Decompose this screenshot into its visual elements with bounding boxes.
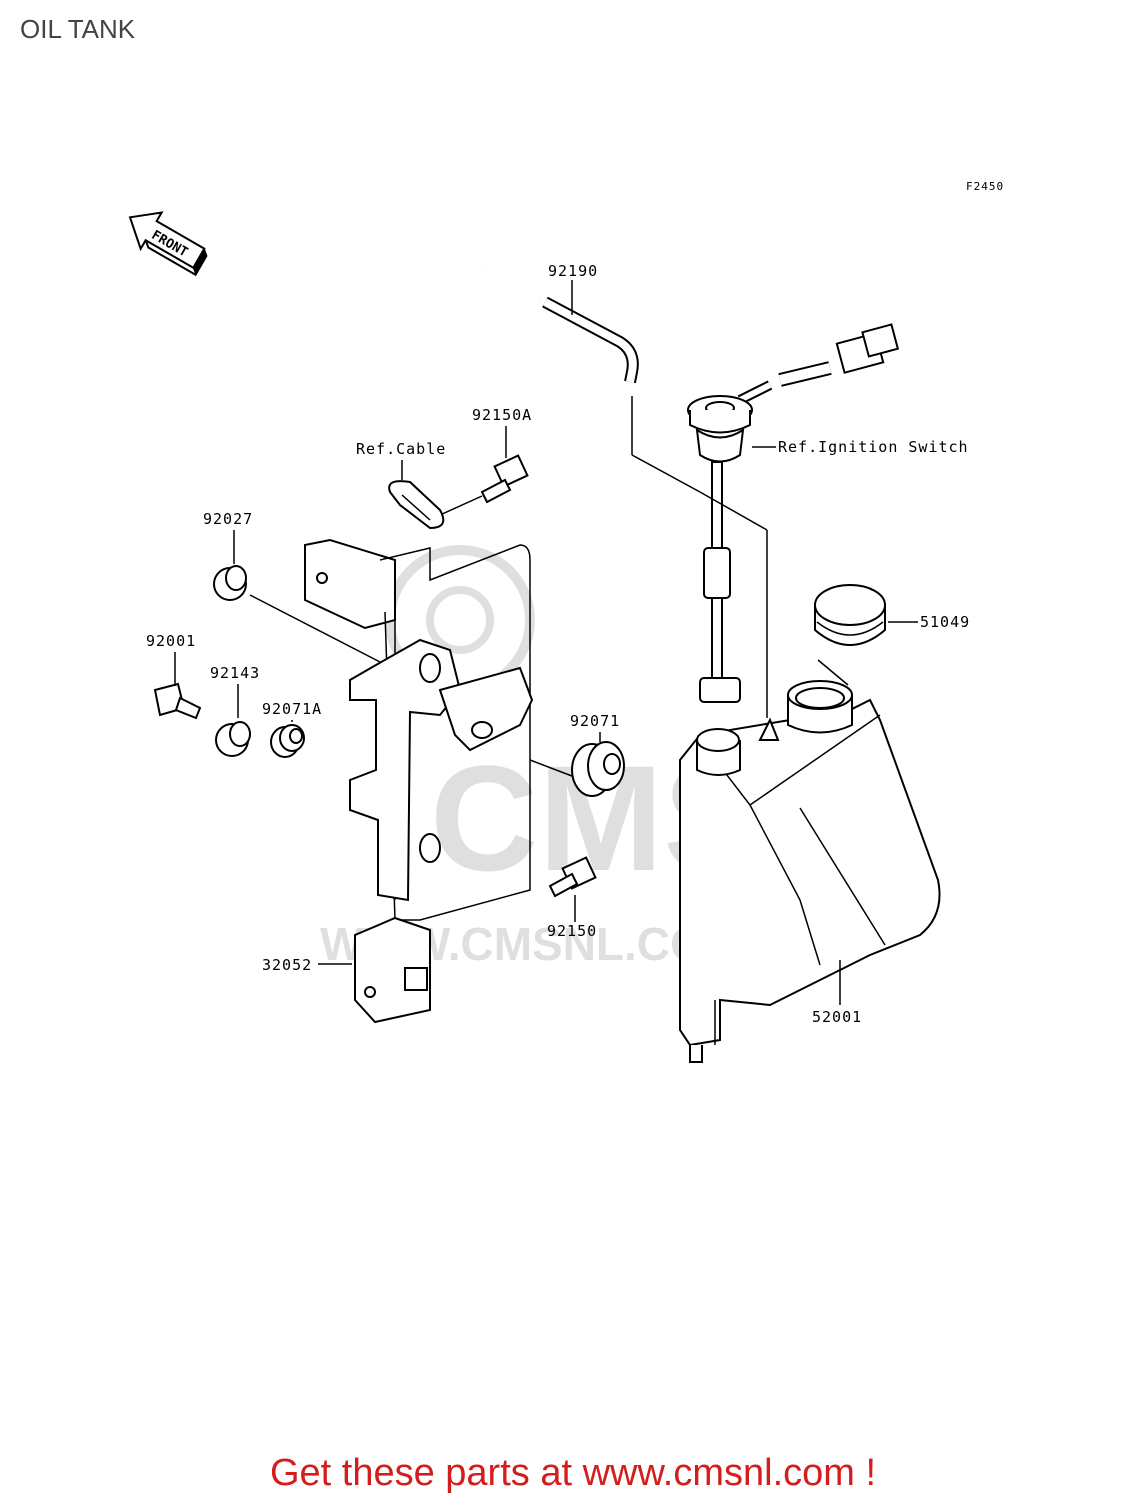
cable-clamp [388, 480, 445, 530]
label-92150A: 92150A [472, 406, 532, 424]
label-92150: 92150 [547, 922, 597, 940]
bracket-32052 [304, 538, 534, 1024]
bolt-92150 [548, 856, 597, 898]
label-92143: 92143 [210, 664, 260, 682]
collar-92027 [213, 565, 247, 601]
grommet-92071 [571, 741, 625, 797]
cap-51049 [814, 584, 886, 646]
label-ref-cable: Ref.Cable [356, 440, 446, 458]
label-92071: 92071 [570, 712, 620, 730]
bolt-92001 [153, 682, 202, 720]
label-51049: 51049 [920, 613, 970, 631]
level-sensor [687, 323, 900, 703]
collar-92143 [215, 721, 251, 757]
label-92001: 92001 [146, 632, 196, 650]
label-52001: 52001 [812, 1008, 862, 1026]
bolt-92150A [480, 454, 529, 504]
label-92027: 92027 [203, 510, 253, 528]
front-arrow-icon: FRONT [128, 211, 208, 277]
label-32052: 32052 [262, 956, 312, 974]
figure-code: F2450 [966, 180, 1004, 193]
footer-promo-link[interactable]: Get these parts at www.cmsnl.com ! [269, 1452, 877, 1494]
label-92190: 92190 [548, 262, 598, 280]
page-title: OIL TANK [20, 14, 136, 44]
tank-52001 [679, 680, 941, 1063]
label-ref-ignition: Ref.Ignition Switch [778, 438, 969, 456]
grommet-92071A [270, 724, 305, 758]
label-92071A: 92071A [262, 700, 322, 718]
hose-92190 [483, 267, 701, 493]
